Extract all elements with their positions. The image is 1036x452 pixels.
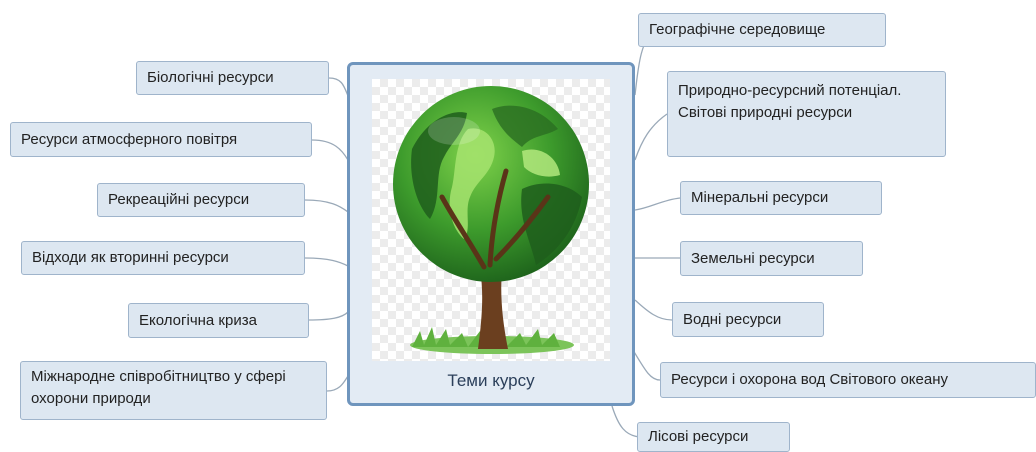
central-topic[interactable]: Теми курсу [347,62,635,406]
connector-left-3 [304,199,349,213]
topic-water-resources[interactable]: Водні ресурси [672,302,824,337]
topic-label: Мінеральні ресурси [691,189,829,206]
connector-right-5 [634,299,673,321]
connector-left-6 [326,375,349,392]
topic-label: Біологічні ресурси [147,69,274,86]
connector-right-3 [634,197,681,211]
topic-international-cooperation[interactable]: Міжнародне співробітництво у сфері охоро… [20,361,327,420]
topic-mineral-resources[interactable]: Мінеральні ресурси [680,181,882,215]
topic-land-resources[interactable]: Земельні ресурси [680,241,863,276]
connector-left-4 [304,257,349,267]
topic-world-ocean-resources[interactable]: Ресурси і охорона вод Світового океану [660,362,1036,398]
topic-recreational-resources[interactable]: Рекреаційні ресурси [97,183,305,217]
topic-label: Лісові ресурси [648,428,749,445]
topic-atmospheric-resources[interactable]: Ресурси атмосферного повітря [10,122,312,157]
central-topic-label: Теми курсу [447,371,535,390]
topic-natural-resource-potential[interactable]: Природно-ресурсний потенціал. Світові пр… [667,71,946,157]
topic-label: Міжнародне співробітництво у сфері охоро… [31,368,286,407]
topic-geographic-environment[interactable]: Географічне середовище [638,13,886,47]
topic-label: Географічне середовище [649,21,826,38]
topic-label: Водні ресурси [683,310,782,328]
topic-forest-resources[interactable]: Лісові ресурси [637,422,790,452]
connector-left-1 [328,77,349,97]
topic-label: Рекреаційні ресурси [108,191,250,208]
connector-left-5 [308,311,349,321]
topic-label: Екологічна криза [139,311,257,329]
connector-left-2 [311,139,349,161]
topic-label: Ресурси і охорона вод Світового океану [671,371,948,388]
topic-label: Природно-ресурсний потенціал. Світові пр… [678,82,902,121]
tree-globe-icon [372,79,610,361]
topic-ecological-crisis[interactable]: Екологічна криза [128,303,309,338]
topic-label: Відходи як вторинні ресурси [32,249,229,266]
topic-waste-resources[interactable]: Відходи як вторинні ресурси [21,241,305,275]
connector-right-2 [634,113,668,161]
topic-label: Ресурси атмосферного повітря [21,130,238,148]
topic-label: Земельні ресурси [691,249,815,267]
topic-biological-resources[interactable]: Біологічні ресурси [136,61,329,95]
